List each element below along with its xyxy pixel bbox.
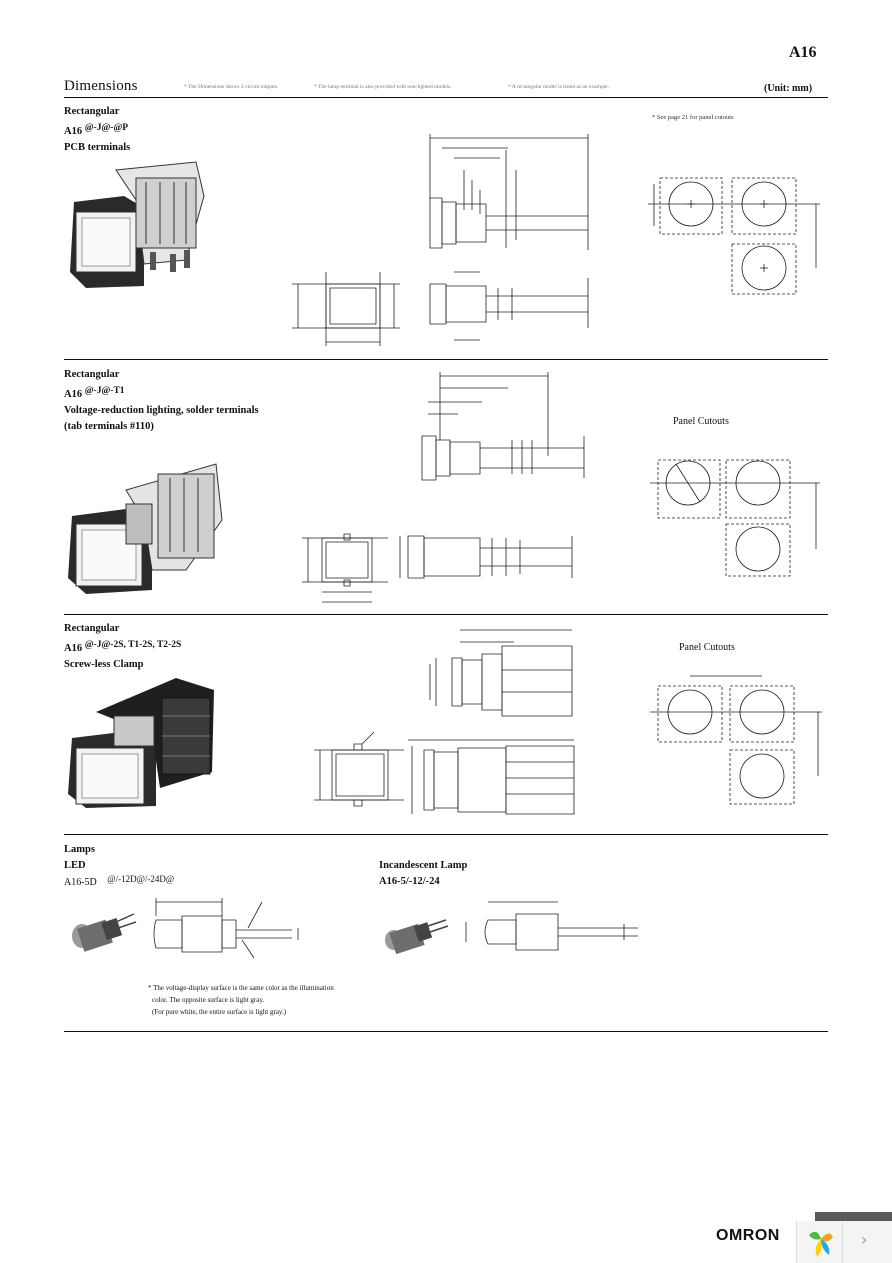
led-lamp-photo [72,908,138,952]
led-note-2: color. The opposite surface is light gra… [152,996,265,1004]
incandescent-label: Incandescent Lamp [379,860,468,871]
chevron-right-icon[interactable]: › [861,1230,868,1249]
nav-widget[interactable] [796,1221,892,1263]
lamps-title: Lamps [64,844,95,855]
header-note-3: * A rectangular model is listed as an ex… [508,84,609,90]
section-1-line3: PCB terminals [64,142,131,153]
header-note-2: * The lamp terminal is also provided wit… [314,84,452,90]
page-title: Dimensions [64,78,138,94]
omron-brand: OMRON [716,1227,780,1244]
front-view-drawing-1 [288,270,404,350]
section-divider-3 [64,834,828,835]
product-photo-clamp [68,678,214,808]
section-divider-1 [64,359,828,360]
section-divider-2 [64,614,828,615]
section-1-model: A16 @-J@-@P [64,123,129,137]
nav-separator [842,1221,843,1263]
section-3-cutouts-label: Panel Cutouts [679,642,735,653]
incandescent-block: Incandescent Lamp A16-5/-12/-24 [379,858,467,890]
led-model: A16-5D @/-12D@/-24D@ [64,874,175,888]
side-view-drawing-3 [424,624,580,720]
lamps-title-block: Lamps LED [64,842,95,874]
product-photo-pcb [70,161,205,288]
front-view-drawing-2 [298,530,392,610]
header-rule [64,97,828,98]
section-2-cutouts-label: Panel Cutouts [673,416,729,427]
section-2-title: Rectangular A16 @-J@-T1 Voltage-reductio… [64,367,259,435]
led-note-3: (For pure white, the entire surface is l… [152,1008,287,1016]
unit-label: (Unit: mm) [764,83,813,94]
led-label: LED [64,860,86,871]
side-view-drawing-3b [404,736,582,830]
panel-cutouts-3 [650,672,830,808]
header-note-1: * The Dimensions shows 2-circuit outputs… [184,84,279,90]
section-1-title: Rectangular A16 @-J@-@P PCB terminals [64,104,130,156]
led-lamp-drawing [142,892,324,964]
leaf-logo-icon[interactable] [803,1225,837,1261]
section-3-model: A16 @-J@-2S, T1-2S, T2-2S [64,640,182,654]
panel-cutouts-1 [640,160,830,300]
section-1-side-note: * See page 21 for panel cutouts [652,114,734,121]
section-2-line1: Rectangular [64,369,120,380]
incandescent-model: A16-5/-12/-24 [379,876,440,887]
section-1-line1: Rectangular [64,106,120,117]
section-divider-4 [64,1031,828,1032]
section-2-model: A16 @-J@-T1 [64,386,125,400]
side-view-drawing-1b [420,268,592,356]
incandescent-lamp-drawing [458,898,644,958]
section-3-line1: Rectangular [64,623,120,634]
product-photo-tab [68,463,223,594]
side-view-drawing-1 [420,130,598,270]
front-view-drawing-3 [310,730,406,820]
led-note-1: * The voltage-display surface is the sam… [148,984,334,992]
nav-bar-top [815,1212,892,1221]
model-code: A16 [789,44,817,61]
side-view-drawing-2 [412,366,592,506]
section-2-line4: (tab terminals #110) [64,421,154,432]
section-2-line3: Voltage-reduction lighting, solder termi… [64,405,259,416]
led-notes: * The voltage-display surface is the sam… [148,982,334,1018]
incandescent-lamp-photo [385,912,452,955]
panel-cutouts-2 [650,450,830,582]
side-view-drawing-2b [396,510,580,610]
section-3-title: Rectangular A16 @-J@-2S, T1-2S, T2-2S Sc… [64,621,181,673]
section-3-line3: Screw-less Clamp [64,659,144,670]
